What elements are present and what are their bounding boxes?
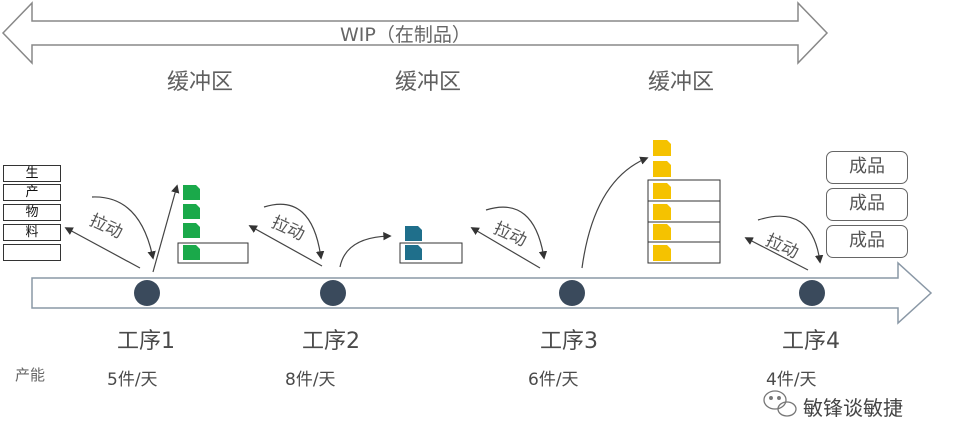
- wip-double-arrow: [1, 1, 829, 65]
- station-label-3: 工序3: [540, 329, 598, 354]
- buffer-label-3: 缓冲区: [648, 70, 715, 95]
- watermark-text: 敏锋谈敏捷: [803, 396, 903, 420]
- finished-goods-1: 成品: [826, 151, 908, 184]
- station-capacity-3: 6件/天: [528, 370, 579, 390]
- station-node-4: [799, 280, 825, 306]
- station-node-3: [559, 280, 585, 306]
- wip-label: WIP（在制品）: [340, 24, 471, 46]
- finished-goods-3: 成品: [826, 225, 908, 258]
- buffer-1-stack: [177, 185, 249, 264]
- buffer-2-stack: [399, 226, 463, 264]
- raw-material-cell-4: 料: [3, 224, 61, 241]
- flow-curve-3: [485, 206, 548, 260]
- raw-material-cell-3: 物: [3, 204, 61, 221]
- station-node-2: [320, 280, 346, 306]
- raw-material-cell-1: 生: [3, 165, 61, 182]
- buffer-label-2: 缓冲区: [395, 70, 462, 95]
- station-capacity-2: 8件/天: [285, 370, 336, 390]
- capacity-label: 产能: [15, 366, 46, 384]
- push-arrow-1: [152, 184, 180, 273]
- station-capacity-4: 4件/天: [766, 370, 817, 390]
- push-arrow-2: [339, 231, 392, 268]
- station-label-4: 工序4: [782, 329, 840, 354]
- finished-goods-2: 成品: [826, 188, 908, 221]
- buffer-3-stack: [647, 140, 721, 264]
- pull-arrow-4: [744, 237, 809, 271]
- pull-arrow-1: [64, 227, 141, 269]
- station-label-2: 工序2: [302, 329, 360, 354]
- flow-curve-2: [263, 203, 325, 260]
- wechat-icon: [763, 390, 797, 417]
- flow-curve-1: [91, 196, 156, 260]
- flow-curve-4: [757, 215, 824, 264]
- flow-arrow: [31, 261, 933, 325]
- raw-material-cell-5: [3, 244, 61, 261]
- raw-material-cell-2: 产: [3, 184, 61, 201]
- push-arrow-3: [581, 156, 649, 269]
- station-label-1: 工序1: [117, 329, 175, 354]
- station-capacity-1: 5件/天: [107, 370, 158, 390]
- pull-arrow-3: [470, 227, 541, 269]
- buffer-label-1: 缓冲区: [167, 70, 234, 95]
- pull-arrow-2: [248, 225, 323, 267]
- station-node-1: [134, 280, 160, 306]
